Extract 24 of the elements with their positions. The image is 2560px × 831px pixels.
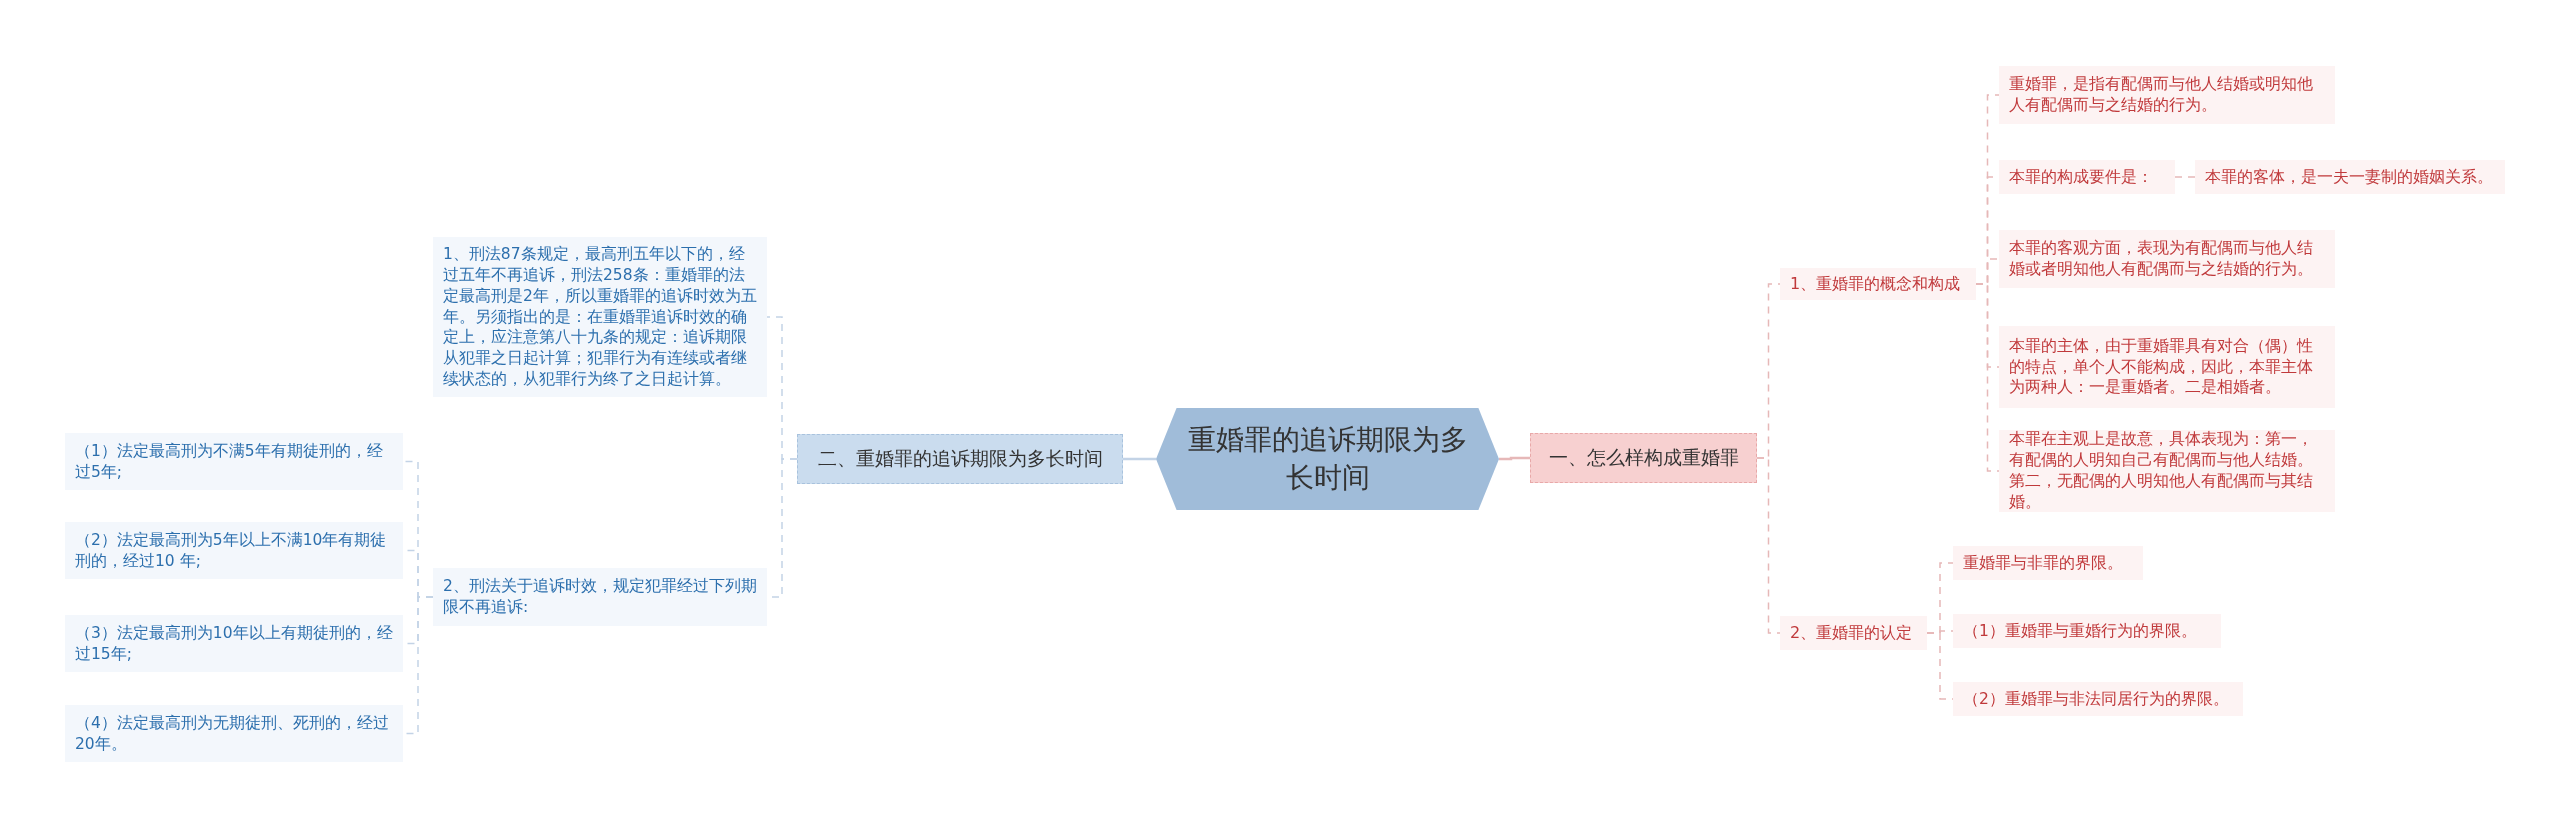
branch-box: 一、怎么样构成重婚罪 [1530, 433, 1757, 483]
topic-box: 本罪的客体，是一夫一妻制的婚姻关系。 [2195, 160, 2505, 194]
topic-box: （2）法定最高刑为5年以上不满10年有期徒刑的，经过10 年; [65, 522, 403, 579]
topic-box: （3）法定最高刑为10年以上有期徒刑的，经过15年; [65, 615, 403, 672]
topic-box: 本罪的主体，由于重婚罪具有对合（偶）性的特点，单个人不能构成，因此，本罪主体为两种人：一是重婚者。二是相婚者。 [1999, 326, 2335, 408]
connector-line [2174, 176, 2196, 178]
topic-box: 2、重婚罪的认定 [1780, 616, 1927, 650]
topic-box: （2）重婚罪与非法同居行为的界限。 [1953, 682, 2243, 716]
topic-box: （4）法定最高刑为无期徒刑、死刑的，经过20年。 [65, 705, 403, 762]
topic-box: 1、刑法87条规定，最高刑五年以下的，经过五年不再追诉，刑法258条：重婚罪的法定最高刑是2年，所以重婚罪的追诉时效为五年。另须指出的是：在重婚罪追诉时效的确定上，应注意第八十九条的规定：追诉期限从犯罪之日起计算；犯罪行为有连续或者继续状态的，从犯罪行为终了之日起计算。 [433, 237, 767, 397]
branch-box: 二、重婚罪的追诉期限为多长时间 [797, 434, 1123, 484]
topic-box: （1）重婚罪与重婚行为的界限。 [1953, 614, 2221, 648]
topic-box: （1）法定最高刑为不满5年有期徒刑的，经过5年; [65, 433, 403, 490]
topic-box: 本罪在主观上是故意，具体表现为：第一，有配偶的人明知自己有配偶而与他人结婚。第二，无配偶的人明知他人有配偶而与其结婚。 [1999, 430, 2335, 512]
connector-line [1975, 283, 2000, 472]
topic-box: 本罪的客观方面，表现为有配偶而与他人结婚或者明知他人有配偶而与之结婚的行为。 [1999, 230, 2335, 288]
connector-line [1499, 456, 1530, 461]
topic-box: 本罪的构成要件是： [1999, 160, 2175, 194]
topic-box: 2、刑法关于追诉时效，规定犯罪经过下列期限不再追诉: [433, 568, 767, 626]
connector-line [1123, 457, 1156, 461]
connector-line [1756, 457, 1781, 634]
topic-box: 重婚罪与非罪的界限。 [1953, 546, 2143, 580]
topic-box: 重婚罪，是指有配偶而与他人结婚或明知他人有配偶而与之结婚的行为。 [1999, 66, 2335, 124]
topic-box: 1、重婚罪的概念和构成 [1780, 268, 1976, 300]
